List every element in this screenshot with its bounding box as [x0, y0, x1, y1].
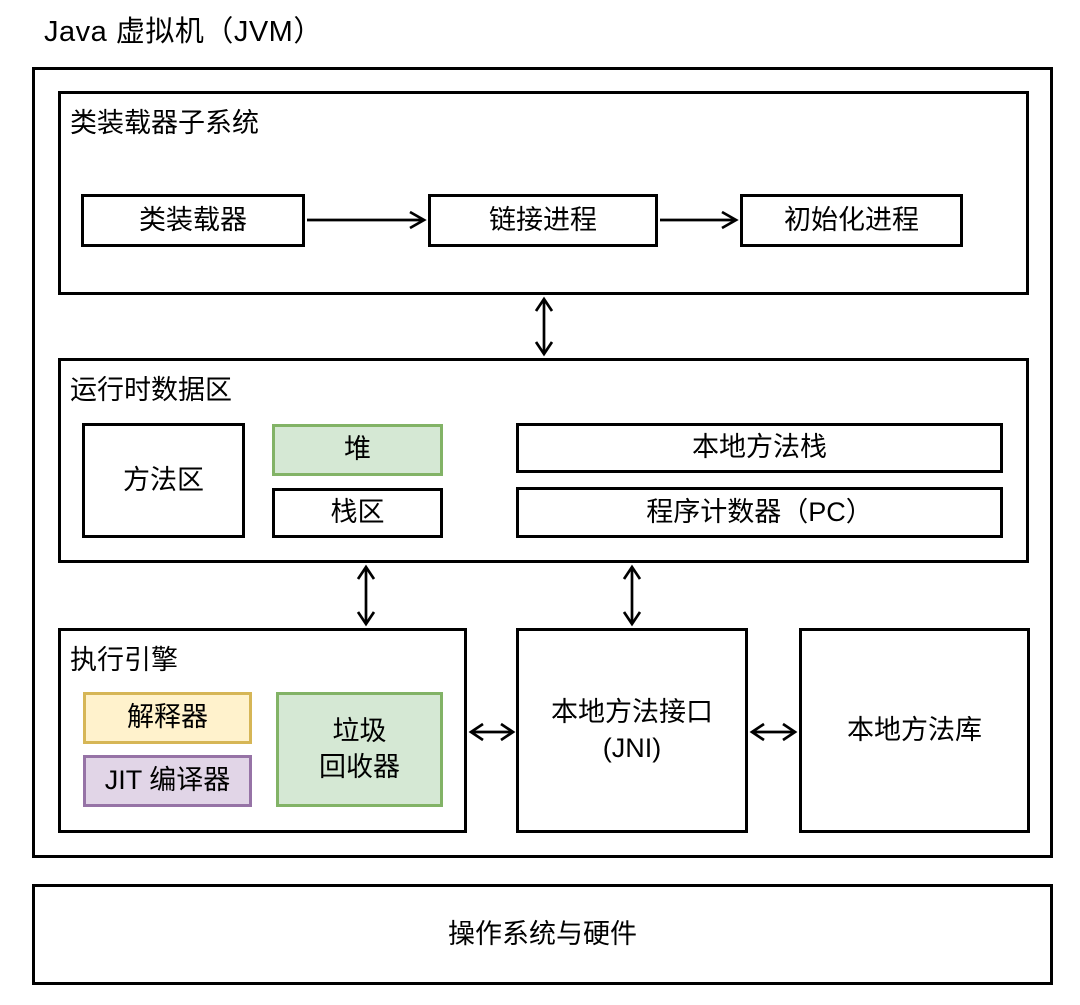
arrow-runtime-engine: [356, 564, 376, 627]
initialization-process-box: 初始化进程: [740, 194, 963, 247]
initialization-process-label: 初始化进程: [784, 204, 919, 235]
jit-compiler-box: JIT 编译器: [83, 755, 252, 807]
class-loader-label: 类装载器: [139, 204, 247, 235]
diagram-title: Java 虚拟机（JVM）: [44, 16, 323, 48]
linking-process-label: 链接进程: [489, 204, 597, 235]
interpreter-label: 解释器: [127, 702, 208, 733]
jni-label-line2: (JNI): [602, 732, 662, 763]
jni-box: 本地方法接口 (JNI): [516, 628, 748, 833]
arrow-engine-jni: [468, 722, 516, 742]
method-area-box: 方法区: [82, 423, 245, 538]
native-method-stack-label: 本地方法栈: [692, 432, 827, 463]
program-counter-label: 程序计数器（PC）: [646, 496, 873, 527]
native-method-stack-box: 本地方法栈: [516, 423, 1003, 473]
arrow-runtime-jni: [622, 564, 642, 627]
garbage-collector-label-line2: 回收器: [319, 751, 400, 782]
garbage-collector-box: 垃圾 回收器: [276, 692, 443, 807]
classloader-subsystem-box: [58, 91, 1029, 295]
native-method-library-label: 本地方法库: [847, 714, 982, 745]
runtime-data-area-label: 运行时数据区: [70, 375, 232, 405]
os-hardware-box: 操作系统与硬件: [32, 884, 1053, 985]
linking-process-box: 链接进程: [428, 194, 658, 247]
jit-compiler-label: JIT 编译器: [104, 765, 231, 796]
arrow-classloader-to-linking: [307, 210, 427, 230]
arrow-linking-to-initialization: [660, 210, 739, 230]
class-loader-box: 类装载器: [81, 194, 305, 247]
interpreter-box: 解释器: [83, 692, 252, 744]
execution-engine-label: 执行引擎: [70, 645, 178, 675]
arrow-jni-nativelib: [749, 722, 798, 742]
stack-area-box: 栈区: [272, 488, 443, 538]
program-counter-box: 程序计数器（PC）: [516, 487, 1003, 538]
heap-label: 堆: [344, 434, 371, 465]
native-method-library-box: 本地方法库: [799, 628, 1030, 833]
os-hardware-label: 操作系统与硬件: [448, 918, 637, 949]
arrow-classloader-runtime: [534, 296, 554, 357]
classloader-subsystem-label: 类装载器子系统: [70, 108, 259, 138]
heap-box: 堆: [272, 424, 443, 476]
garbage-collector-label-line1: 垃圾: [332, 716, 387, 747]
method-area-label: 方法区: [123, 464, 204, 495]
stack-area-label: 栈区: [330, 497, 385, 528]
jni-label-line1: 本地方法接口: [551, 697, 713, 728]
